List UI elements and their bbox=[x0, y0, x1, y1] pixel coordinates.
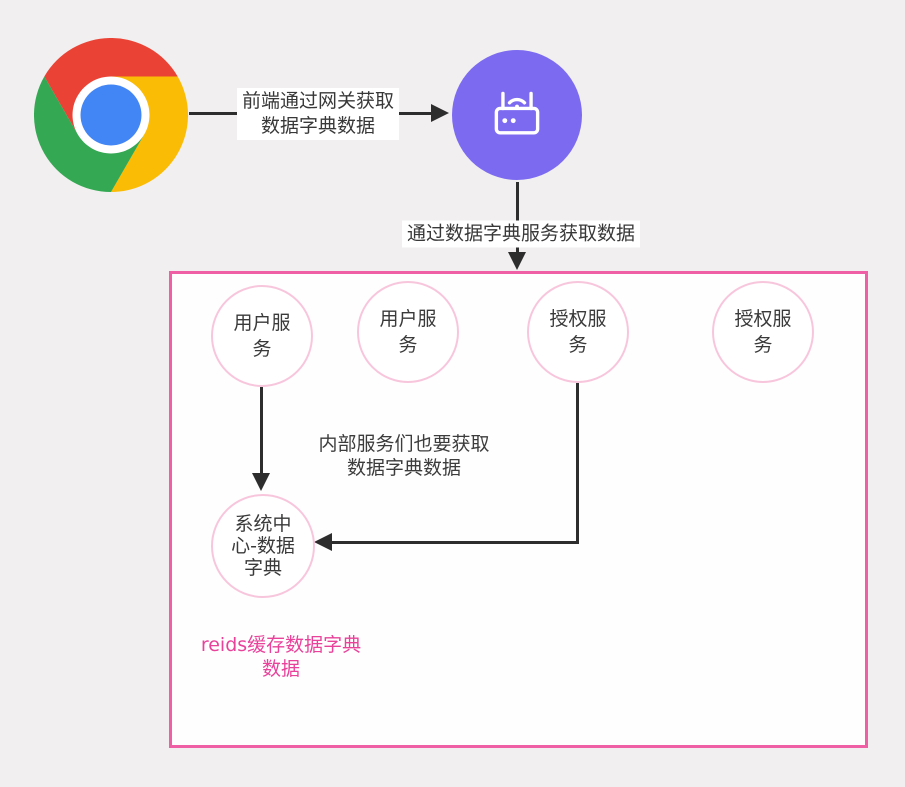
arrowhead-down-icon bbox=[252, 473, 270, 491]
arrow-gateway-to-box-line bbox=[516, 182, 519, 256]
service-node-user-2: 用户服 务 bbox=[357, 281, 459, 383]
service-node-auth-1: 授权服 务 bbox=[527, 281, 629, 383]
chrome-logo-icon bbox=[34, 38, 188, 192]
data-dictionary-node: 系统中 心-数据 字典 bbox=[211, 494, 315, 598]
arrow-user-to-dictionary-line bbox=[260, 387, 263, 475]
wifi-router-icon bbox=[494, 91, 540, 135]
edge-label-browser-to-gateway: 前端通过网关获取 数据字典数据 bbox=[236, 88, 400, 140]
arrowhead-right-icon bbox=[431, 104, 449, 122]
service-node-auth-2: 授权服 务 bbox=[712, 281, 814, 383]
service-node-user-1: 用户服 务 bbox=[211, 285, 313, 387]
gateway-node bbox=[452, 50, 582, 180]
arrow-auth-to-dictionary-horizontal-line bbox=[330, 541, 579, 544]
arrow-auth-to-dictionary-vertical-line bbox=[576, 383, 579, 544]
redis-cache-note: reids缓存数据字典 数据 bbox=[200, 634, 362, 680]
edge-label-gateway-to-services: 通过数据字典服务获取数据 bbox=[401, 220, 641, 248]
arrowhead-left-icon bbox=[314, 533, 332, 551]
internal-services-note: 内部服务们也要获取 数据字典数据 bbox=[318, 433, 490, 479]
arrowhead-down-icon bbox=[508, 252, 526, 270]
